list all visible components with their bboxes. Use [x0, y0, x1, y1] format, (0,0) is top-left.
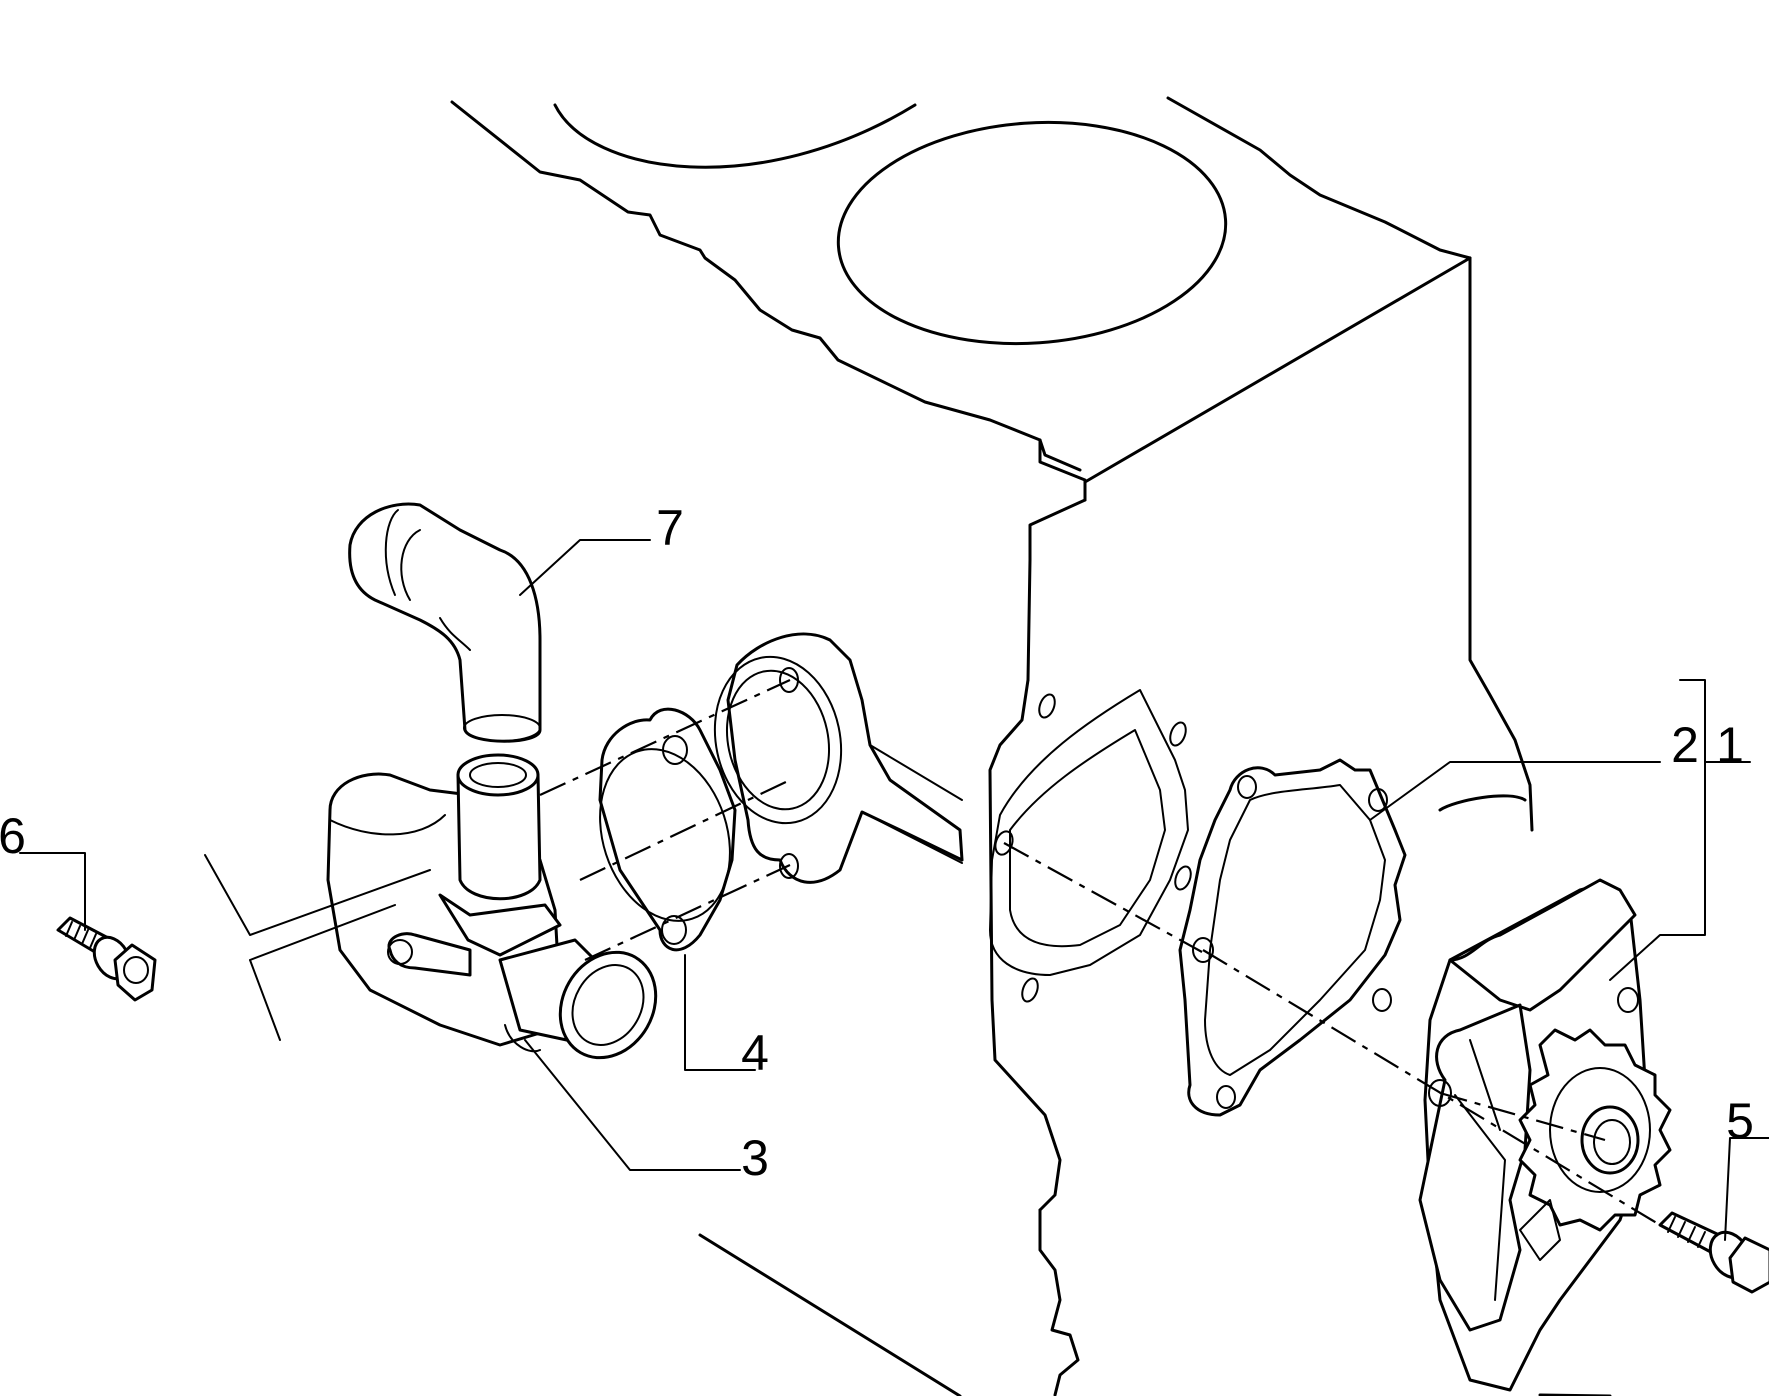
thermostat-seat-flange — [713, 632, 964, 884]
bolt-5 — [1658, 1211, 1769, 1294]
engine-block — [450, 96, 1612, 1396]
callout-7: 7 — [656, 500, 684, 556]
cylinder-bore-rear — [553, 103, 917, 169]
callout-1: 1 — [1716, 717, 1744, 773]
callout-3: 3 — [741, 1130, 769, 1186]
bolt-6 — [56, 916, 157, 1002]
callout-labels: 1 2 3 4 5 6 7 — [0, 500, 1754, 1186]
thermostat-gasket — [598, 707, 737, 952]
block-pump-seat — [989, 689, 1192, 1003]
callout-2: 2 — [1671, 717, 1699, 773]
leader-lines — [19, 539, 1769, 1241]
water-pump — [1418, 878, 1672, 1392]
callout-5: 5 — [1726, 1093, 1754, 1149]
cylinder-bore-front — [836, 120, 1228, 346]
thermostat-housing — [204, 753, 658, 1060]
callout-6: 6 — [0, 808, 26, 864]
pump-sprocket — [1518, 1028, 1672, 1232]
assembly-center-lines — [539, 679, 1661, 1226]
callout-4: 4 — [741, 1025, 769, 1081]
hose-elbow — [348, 502, 542, 743]
water-pump-gasket — [1178, 758, 1407, 1117]
